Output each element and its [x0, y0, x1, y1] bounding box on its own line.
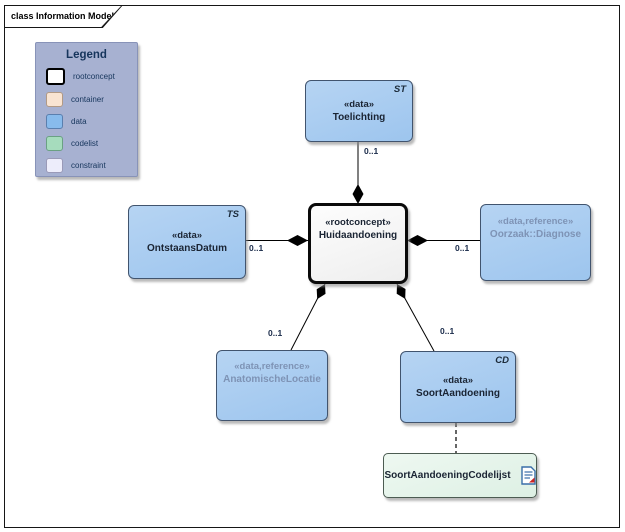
node-name: Huidaandoening: [318, 230, 398, 241]
data-swatch: [46, 114, 63, 129]
diagram-tab: class Information Model: [5, 6, 121, 27]
composition-diamond-icon: [287, 235, 308, 246]
legend-item-data: data: [46, 114, 137, 129]
legend-item-label: rootconcept: [73, 72, 115, 81]
legend-item-container: container: [46, 92, 137, 107]
node-stereotype: «data,reference»: [497, 216, 574, 227]
node-name: OntstaansDatum: [146, 242, 227, 254]
node-huidaandoening[interactable]: «rootconcept» Huidaandoening: [308, 203, 408, 284]
type-marker: ST: [393, 84, 406, 95]
constraint-swatch: [46, 158, 63, 173]
node-name: Oorzaak::Diagnose: [489, 229, 582, 240]
multiplicity-label: 0..1: [364, 146, 379, 156]
node-name: SoortAandoening: [416, 387, 500, 399]
node-soortaandoening-codelijst[interactable]: SoortAandoeningCodelijst: [383, 453, 537, 498]
node-stereotype: «data»: [343, 98, 375, 110]
multiplicity-label: 0..1: [249, 243, 264, 253]
legend-item-label: container: [71, 95, 104, 104]
rootconcept-swatch: [46, 68, 65, 85]
multiplicity-label: 0..1: [268, 328, 283, 338]
legend-item-label: codelist: [71, 139, 99, 148]
composition-diamond-icon: [396, 284, 406, 299]
type-marker: TS: [226, 209, 239, 220]
container-swatch: [46, 92, 63, 107]
diagram-tab-label: class Information Model: [11, 11, 115, 21]
node-anatomischelocatie[interactable]: «data,reference» AnatomischeLocatie: [216, 350, 328, 421]
node-name: Toelichting: [332, 111, 386, 123]
multiplicity-label: 0..1: [440, 326, 455, 336]
document-icon: [520, 466, 536, 485]
composition-diamond-icon: [407, 235, 428, 246]
node-toelichting[interactable]: ST «data» Toelichting: [305, 80, 413, 142]
node-name: AnatomischeLocatie: [223, 374, 321, 385]
legend-title: Legend: [66, 49, 107, 61]
node-soortaandoening[interactable]: CD «data» SoortAandoening: [400, 351, 516, 423]
node-ontstaansdatum[interactable]: TS «data» OntstaansDatum: [128, 205, 246, 279]
codelist-swatch: [46, 136, 63, 151]
legend-item-constraint: constraint: [46, 158, 137, 173]
legend-item-label: data: [71, 117, 87, 126]
node-stereotype: «rootconcept»: [325, 217, 391, 228]
node-stereotype: «data»: [171, 229, 203, 241]
multiplicity-label: 0..1: [455, 243, 470, 253]
legend-panel[interactable]: Legend rootconcept container data codeli…: [35, 42, 138, 177]
node-stereotype: «data»: [442, 374, 474, 386]
node-name: SoortAandoeningCodelijst: [384, 469, 511, 481]
composition-diamond-icon: [316, 284, 326, 300]
legend-item-rootconcept: rootconcept: [46, 68, 137, 85]
legend-item-label: constraint: [71, 161, 106, 170]
node-stereotype: «data,reference»: [234, 361, 310, 372]
diagram-frame: [4, 5, 620, 528]
node-oorzaak-diagnose[interactable]: «data,reference» Oorzaak::Diagnose: [480, 204, 591, 281]
legend-item-codelist: codelist: [46, 136, 137, 151]
type-marker: CD: [495, 355, 509, 366]
composition-diamond-icon: [352, 184, 364, 204]
